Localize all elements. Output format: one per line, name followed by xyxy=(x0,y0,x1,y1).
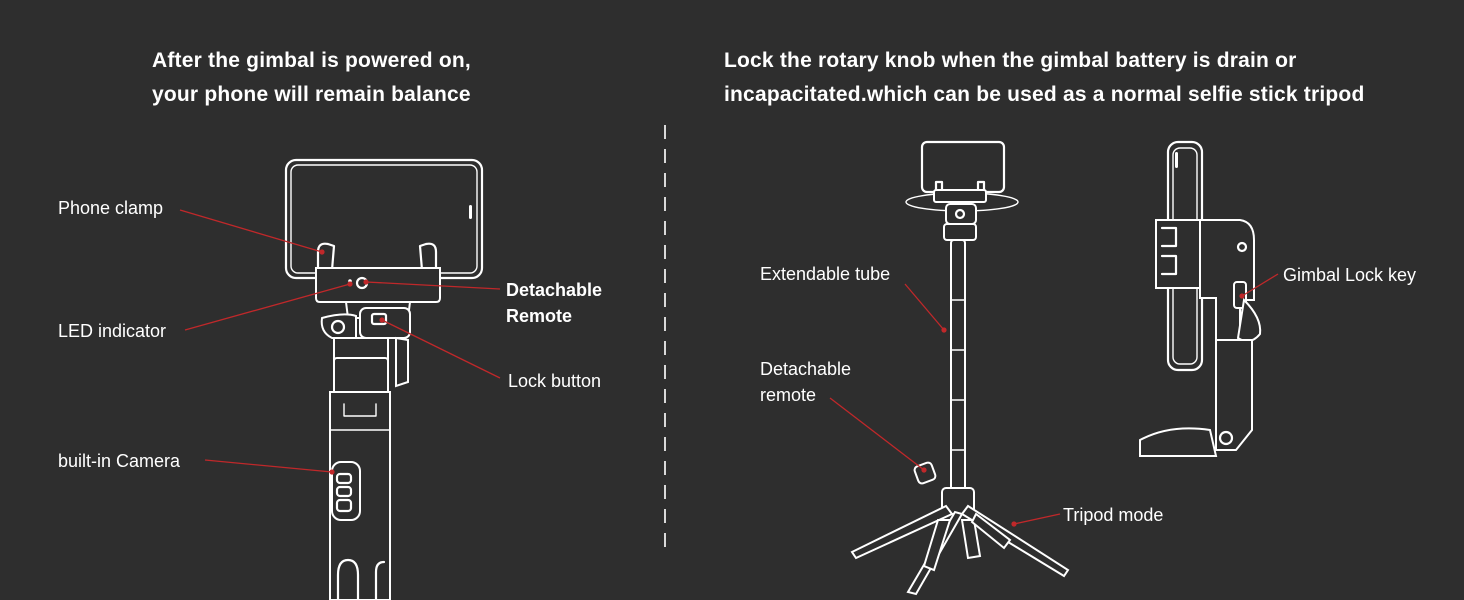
label-built-in-camera: built-in Camera xyxy=(58,451,181,471)
label-detachable-remote-right: Detachable remote xyxy=(760,356,851,408)
phone-landscape xyxy=(284,158,484,280)
label-detachable-remote-right-line-1: Detachable xyxy=(760,359,852,379)
left-heading-line-2: your phone will remain balance xyxy=(152,83,471,106)
label-phone-clamp: Phone clamp xyxy=(58,198,164,218)
label-detachable-remote-right-line-2: remote xyxy=(760,385,817,405)
tripod-illustration xyxy=(850,140,1070,596)
right-heading: Lock the rotary knob when the gimbal bat… xyxy=(724,44,1364,112)
label-lock-button: Lock button xyxy=(508,371,602,391)
left-heading-line-1: After the gimbal is powered on, xyxy=(152,49,471,72)
right-heading-line-1: Lock the rotary knob when the gimbal bat… xyxy=(724,49,1297,72)
label-detachable-remote-line-1: Detachable xyxy=(506,280,603,300)
label-detachable-remote: Detachable Remote xyxy=(506,277,602,329)
left-pointers xyxy=(179,209,501,475)
label-led-indicator: LED indicator xyxy=(58,321,167,341)
label-detachable-remote-line-2: Remote xyxy=(506,306,573,326)
phone-landscape-small xyxy=(920,140,1006,194)
label-tripod-mode: Tripod mode xyxy=(1063,505,1164,525)
gimbal-side-view-illustration xyxy=(1139,140,1262,457)
gimbal-stick-illustration xyxy=(284,158,484,600)
right-heading-line-2: incapacitated.which can be used as a nor… xyxy=(724,83,1365,106)
right-pointers xyxy=(829,273,1279,527)
label-extendable-tube: Extendable tube xyxy=(760,264,891,284)
label-gimbal-lock-key: Gimbal Lock key xyxy=(1283,265,1417,285)
left-heading: After the gimbal is powered on, your pho… xyxy=(152,44,471,112)
